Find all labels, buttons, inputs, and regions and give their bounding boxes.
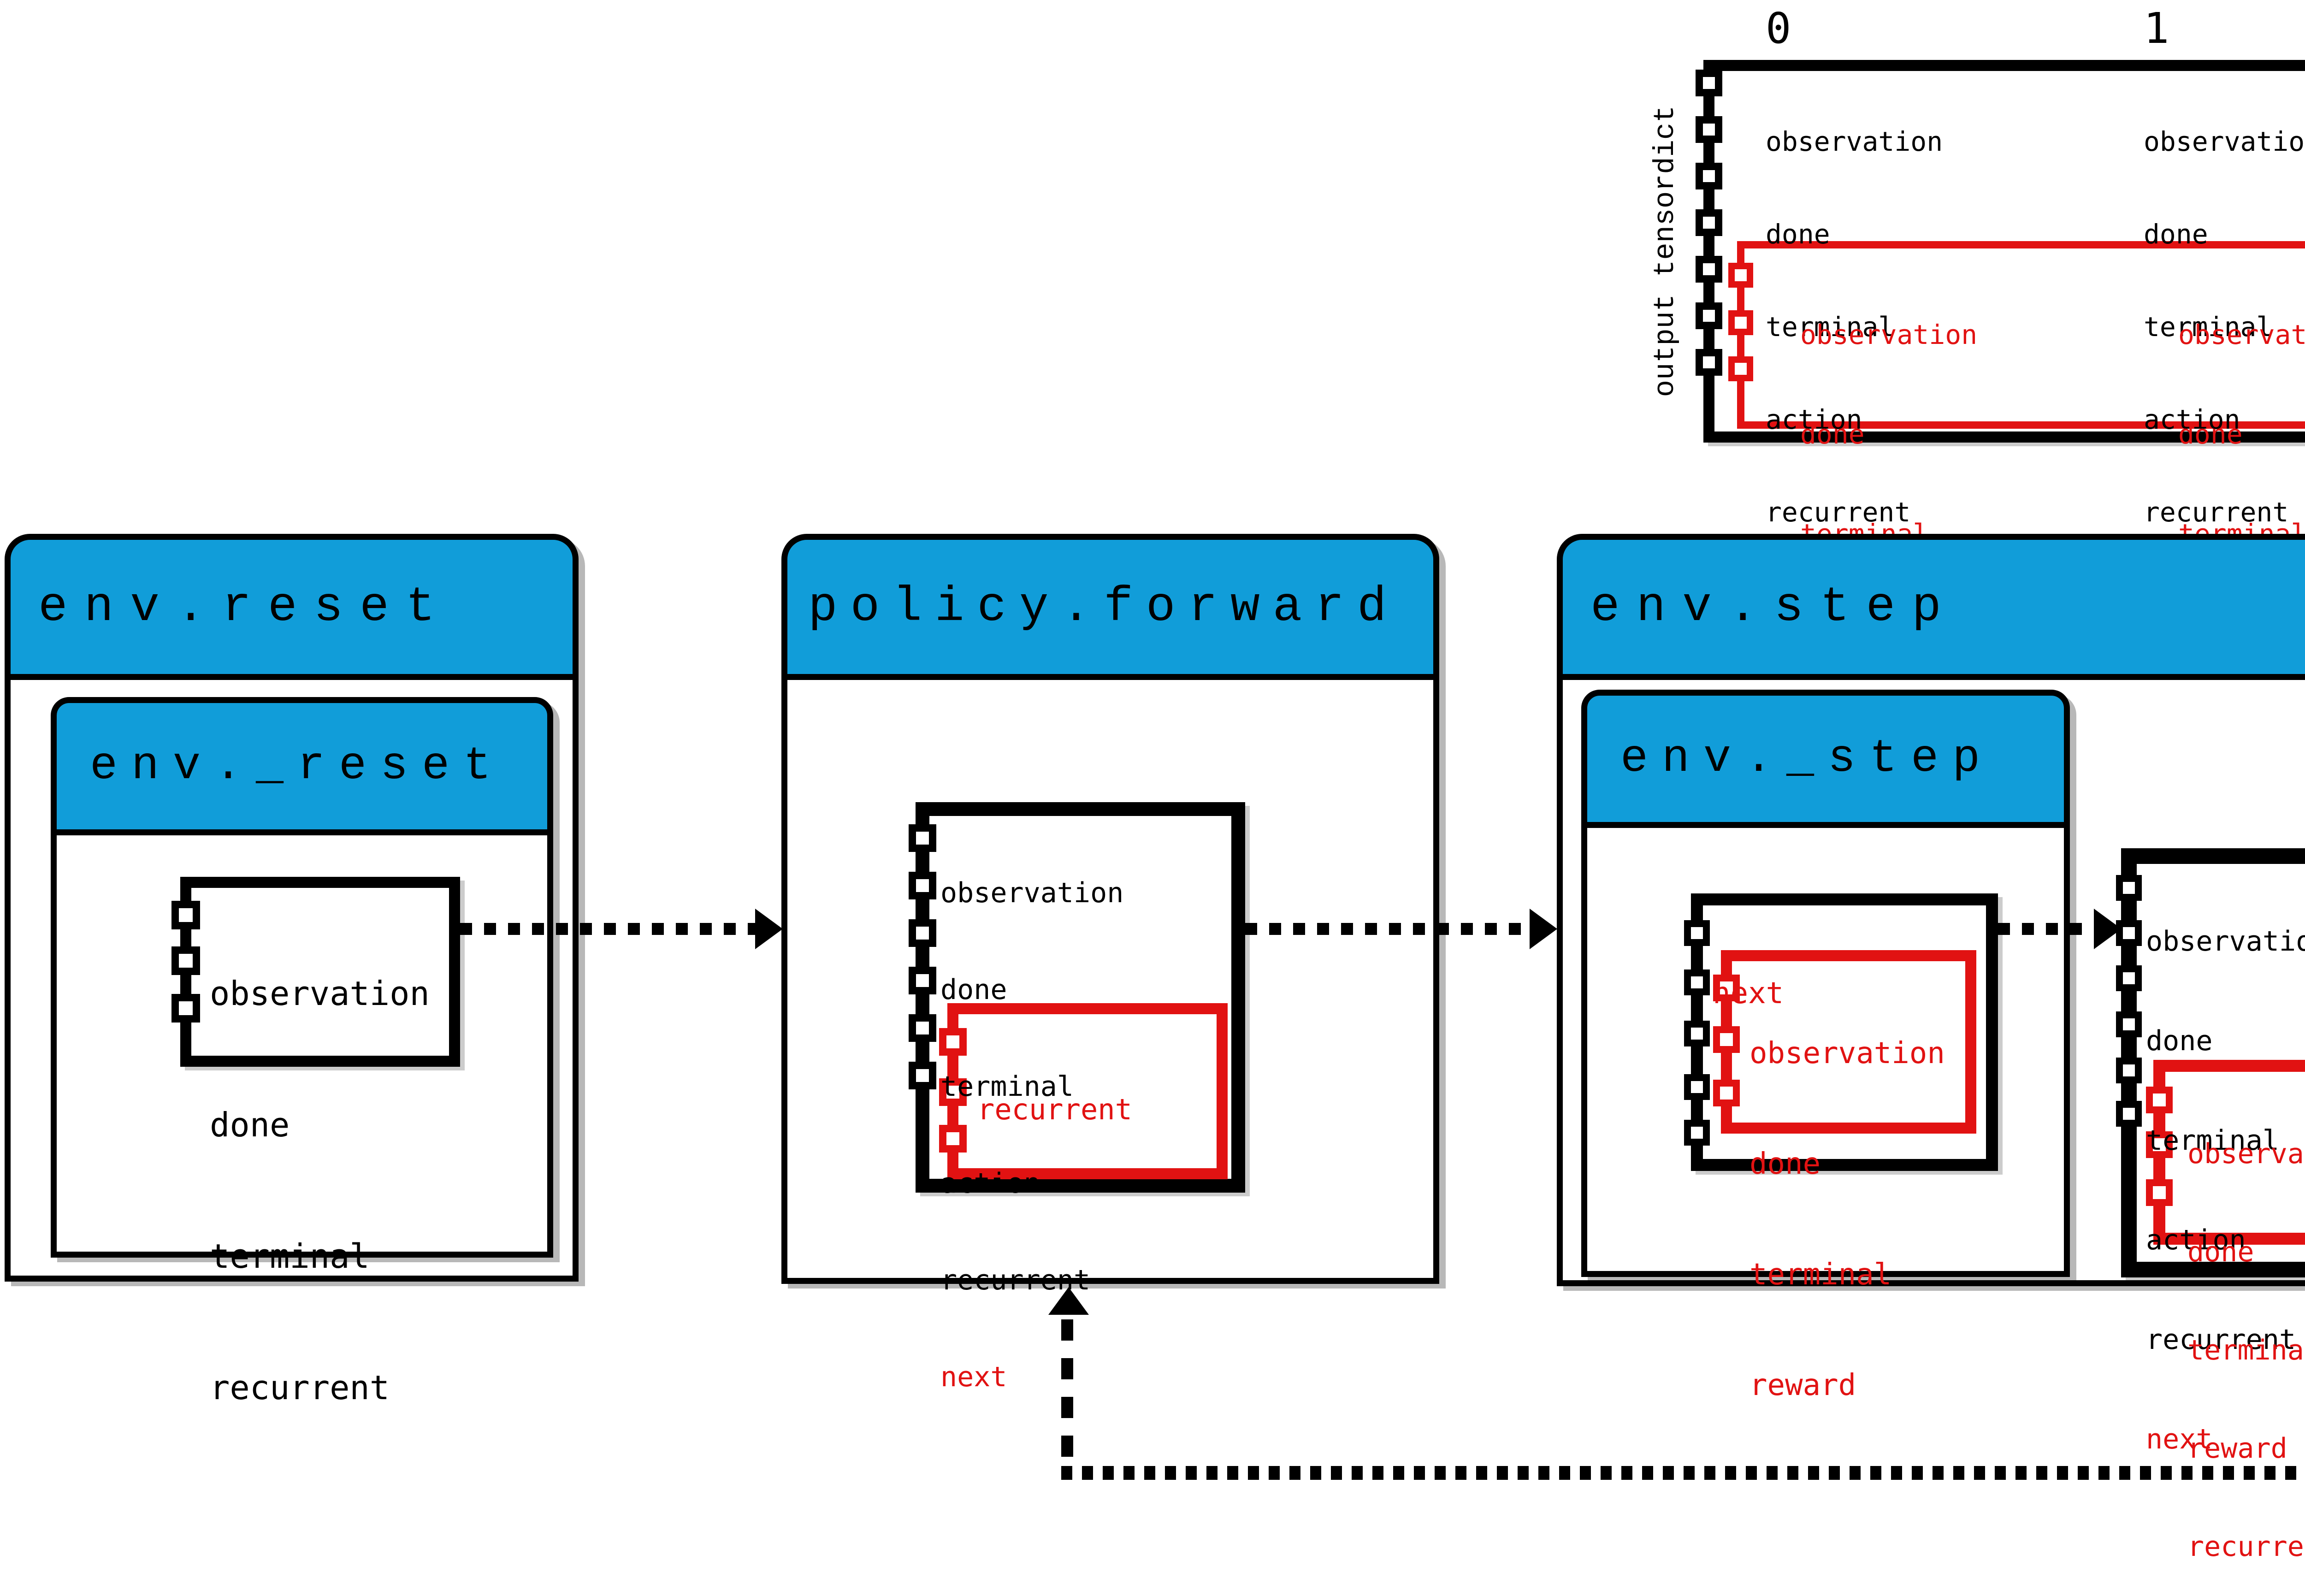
column-index-1: 1 bbox=[2144, 4, 2169, 53]
key-node-icon bbox=[939, 1028, 967, 1056]
key-node-icon bbox=[1713, 1026, 1740, 1053]
key-node-icon bbox=[2146, 1179, 2173, 1206]
key-node-icon bbox=[909, 967, 936, 994]
key-node-icon bbox=[909, 824, 936, 852]
key-node-icon bbox=[1696, 209, 1722, 236]
policy-forward-title: policy.forward bbox=[808, 579, 1400, 635]
key-node-icon bbox=[2116, 875, 2142, 901]
key-node-icon bbox=[2116, 1058, 2142, 1083]
key-node-icon bbox=[909, 919, 936, 947]
arrowhead-right-icon bbox=[1530, 909, 1557, 949]
key-node-icon bbox=[1696, 163, 1722, 189]
loop-line-up-to-policy bbox=[1061, 1319, 1073, 1466]
arrowhead-right-icon bbox=[755, 909, 783, 949]
key-node-icon bbox=[1696, 116, 1722, 143]
arrowhead-right-icon bbox=[2094, 909, 2122, 949]
key-node-icon bbox=[2146, 1131, 2173, 1158]
key-node-icon bbox=[2116, 1011, 2142, 1037]
env-step-header: env.step bbox=[1557, 534, 2305, 680]
key-node-icon bbox=[1684, 1120, 1710, 1146]
step-result-next-key: next bbox=[1713, 976, 1784, 1011]
key-node-icon bbox=[1684, 1021, 1710, 1046]
key-node-icon bbox=[939, 1078, 967, 1106]
key-node-icon bbox=[171, 994, 200, 1023]
key-node-icon bbox=[171, 946, 200, 975]
key-node-icon bbox=[1728, 310, 1753, 335]
key-node-icon bbox=[1696, 302, 1722, 329]
rollout-diagram-page: { "palette": { "blue": "#119dd9", "red":… bbox=[5, 4, 2305, 1563]
column-index-0: 0 bbox=[1766, 4, 1791, 53]
key-node-icon bbox=[1684, 920, 1710, 946]
key-node-icon bbox=[171, 901, 200, 929]
env-step-title: env.step bbox=[1590, 579, 1958, 635]
key-node-icon bbox=[1684, 969, 1710, 995]
arrowhead-up-icon bbox=[1048, 1287, 1089, 1315]
key-node-icon bbox=[1728, 356, 1753, 381]
output-next-tensordict-box bbox=[1737, 241, 2305, 429]
key-node-icon bbox=[1713, 975, 1740, 1001]
policy-next-tensordict-keys: recurrent bbox=[977, 1093, 1132, 1126]
merged-next-tensordict-keys: observation done terminal reward recurre… bbox=[2187, 1138, 2305, 1563]
key-node-icon bbox=[1728, 263, 1753, 288]
key-node-icon bbox=[2116, 965, 2142, 991]
env-underscore-step-header: env._step bbox=[1581, 690, 2070, 828]
output-tensordict-axis-label: output tensordict bbox=[1649, 105, 1682, 397]
key-node-icon bbox=[909, 1062, 936, 1089]
flow-arrow-reset-to-policy bbox=[460, 923, 755, 935]
key-node-icon bbox=[2116, 1101, 2142, 1127]
env-underscore-step-title: env._step bbox=[1620, 733, 1994, 785]
flow-arrow-stepresult-to-merged bbox=[1998, 923, 2096, 935]
key-node-icon bbox=[2146, 1087, 2173, 1113]
key-node-icon bbox=[909, 872, 936, 899]
flow-arrow-policy-to-step bbox=[1245, 923, 1531, 935]
key-node-icon bbox=[909, 1014, 936, 1042]
env-underscore-reset-title: env._reset bbox=[90, 740, 505, 792]
env-underscore-reset-header: env._reset bbox=[51, 697, 553, 835]
step-result-next-keys: observation done terminal reward bbox=[1749, 1036, 1945, 1402]
key-node-icon bbox=[1696, 256, 1722, 283]
env-reset-header: env.reset bbox=[5, 534, 579, 680]
key-node-icon bbox=[1684, 1074, 1710, 1100]
key-node-icon bbox=[1696, 70, 1722, 96]
env-reset-title: env.reset bbox=[38, 579, 452, 635]
policy-tensordict-keys: observation done terminal action recurre… bbox=[940, 877, 1124, 1393]
policy-next-tensordict-box bbox=[947, 1003, 1228, 1179]
key-node-icon bbox=[1696, 349, 1722, 376]
key-node-icon bbox=[1713, 1080, 1740, 1106]
reset-tensordict-keys: observation done terminal recurrent bbox=[210, 974, 430, 1407]
policy-forward-header: policy.forward bbox=[781, 534, 1439, 680]
loop-line-bottom bbox=[1061, 1466, 2305, 1480]
merged-tensordict-keys: observation done terminal action recurre… bbox=[2146, 925, 2305, 1455]
key-node-icon bbox=[939, 1125, 967, 1153]
